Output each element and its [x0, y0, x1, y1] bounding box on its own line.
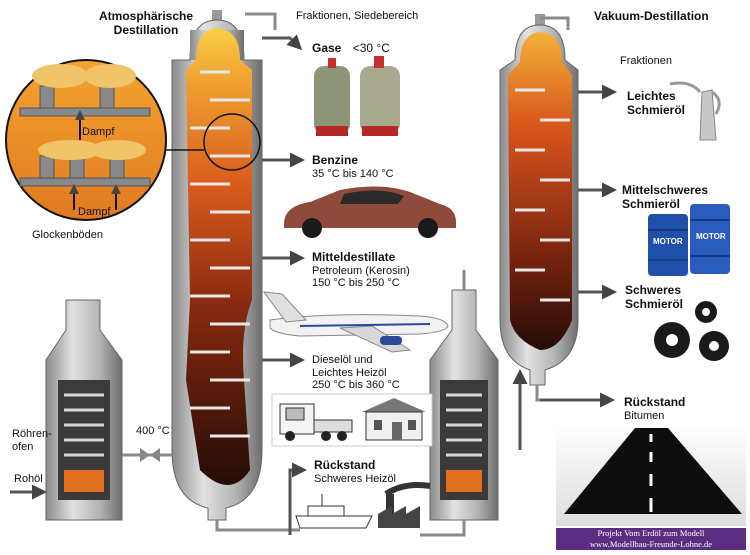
furnace-label: Röhren- ofen	[12, 428, 52, 453]
fraction-diesel: Dieselöl und Leichtes Heizöl 250 °C bis …	[312, 354, 400, 392]
fraction-rueckstand: Rückstand Schweres Heizöl	[314, 458, 396, 485]
furnace-label-line2: ofen	[12, 440, 34, 453]
truck-and-house-picture	[271, 393, 433, 447]
footer-banner: Projekt Vom Erdöl zum Modell www.Modellb…	[556, 528, 746, 550]
arrow-rueckstand	[288, 462, 307, 535]
fraction-benzine-range: 35 °C bis 140 °C	[312, 167, 394, 180]
atmospheric-title-line2: Destillation	[113, 22, 179, 37]
fraction-mitteldestillate-range: 150 °C bis 250 °C	[312, 277, 400, 290]
fraction-bitumen: Rückstand Bitumen	[624, 395, 686, 422]
fraction-rueckstand-sub: Schweres Heizöl	[314, 472, 396, 485]
fraction-leichtes-schmieroel: Leichtes Schmieröl	[627, 89, 686, 118]
steam-label-top: Dampf	[82, 126, 115, 138]
arrow-gase	[262, 34, 303, 51]
steam-label-bottom: Dampf	[78, 206, 111, 218]
fraction-leichtes-line2: Schmieröl	[627, 102, 686, 117]
ship-and-factory-picture	[295, 482, 431, 529]
fraction-mittelschweres-schmieroel: Mittelschweres Schmieröl	[622, 183, 709, 212]
barrel-label-left: MOTOR	[653, 237, 683, 246]
oil-can-picture	[664, 72, 736, 144]
fraction-schweres-line2: Schmieröl	[625, 296, 684, 311]
fraction-diesel-range: 250 °C bis 360 °C	[312, 379, 400, 392]
gas-bottles-picture	[314, 56, 400, 136]
footer-line2: www.Modellbau-Freunde-Lohne.de	[589, 539, 713, 549]
fraction-gase: Gase <30 °C	[312, 41, 390, 56]
bubble-cap-caption: Glockenböden	[32, 229, 103, 241]
pipes	[122, 12, 570, 537]
fraction-schweres-line1: Schweres	[625, 283, 682, 297]
fraction-gase-range: <30 °C	[352, 41, 390, 55]
vacuum-title: Vakuum-Destillation	[594, 9, 709, 23]
fraction-diesel-line1: Dieselöl und	[312, 354, 373, 366]
gears-picture	[654, 301, 729, 361]
furnace-temperature: 400 °C	[136, 425, 170, 437]
barrel-label-right: MOTOR	[696, 232, 726, 241]
fraction-bitumen-sub: Bitumen	[624, 409, 665, 422]
road-picture	[556, 424, 746, 526]
atmospheric-title: Atmosphärische Destillation	[80, 9, 212, 38]
fraction-diesel-line2: Leichtes Heizöl	[312, 366, 387, 379]
fraction-leichtes-line1: Leichtes	[627, 89, 676, 103]
flow-arrows	[10, 34, 617, 535]
bubble-cap-inset	[5, 59, 204, 221]
fraction-benzine: Benzine 35 °C bis 140 °C	[312, 153, 394, 180]
fraction-mittelschweres-line2: Schmieröl	[622, 196, 681, 211]
fraction-mitteldestillate: Mitteldestillate Petroleum (Kerosin) 150…	[312, 250, 410, 290]
furnace-left	[45, 299, 123, 521]
fraction-mittelschweres-line1: Mittelschweres	[622, 183, 709, 197]
fraction-rueckstand-name: Rückstand	[314, 458, 376, 472]
atmospheric-column	[171, 10, 263, 521]
oil-barrels-picture	[648, 204, 730, 276]
fraction-mitteldestillate-sub: Petroleum (Kerosin)	[312, 264, 410, 277]
fraction-bitumen-name: Rückstand	[624, 395, 686, 409]
atmospheric-title-line1: Atmosphärische	[98, 9, 194, 23]
fractions-header: Fraktionen, Siedebereich	[296, 10, 419, 22]
airliner-picture	[262, 291, 449, 353]
fraction-gase-name: Gase	[312, 41, 342, 55]
fraction-benzine-name: Benzine	[312, 153, 359, 167]
vacuum-column	[499, 14, 579, 386]
crude-oil-label: Rohöl	[14, 473, 43, 485]
furnace-right	[429, 289, 499, 521]
furnace-label-line1: Röhren-	[12, 428, 52, 440]
fraction-mitteldestillate-name: Mitteldestillate	[312, 250, 396, 264]
valve	[140, 448, 160, 462]
vacuum-fractions-header: Fraktionen	[620, 55, 672, 67]
footer-line1: Projekt Vom Erdöl zum Modell	[597, 528, 705, 538]
fraction-schweres-schmieroel: Schweres Schmieröl	[625, 283, 684, 312]
sports-car-picture	[284, 186, 456, 238]
